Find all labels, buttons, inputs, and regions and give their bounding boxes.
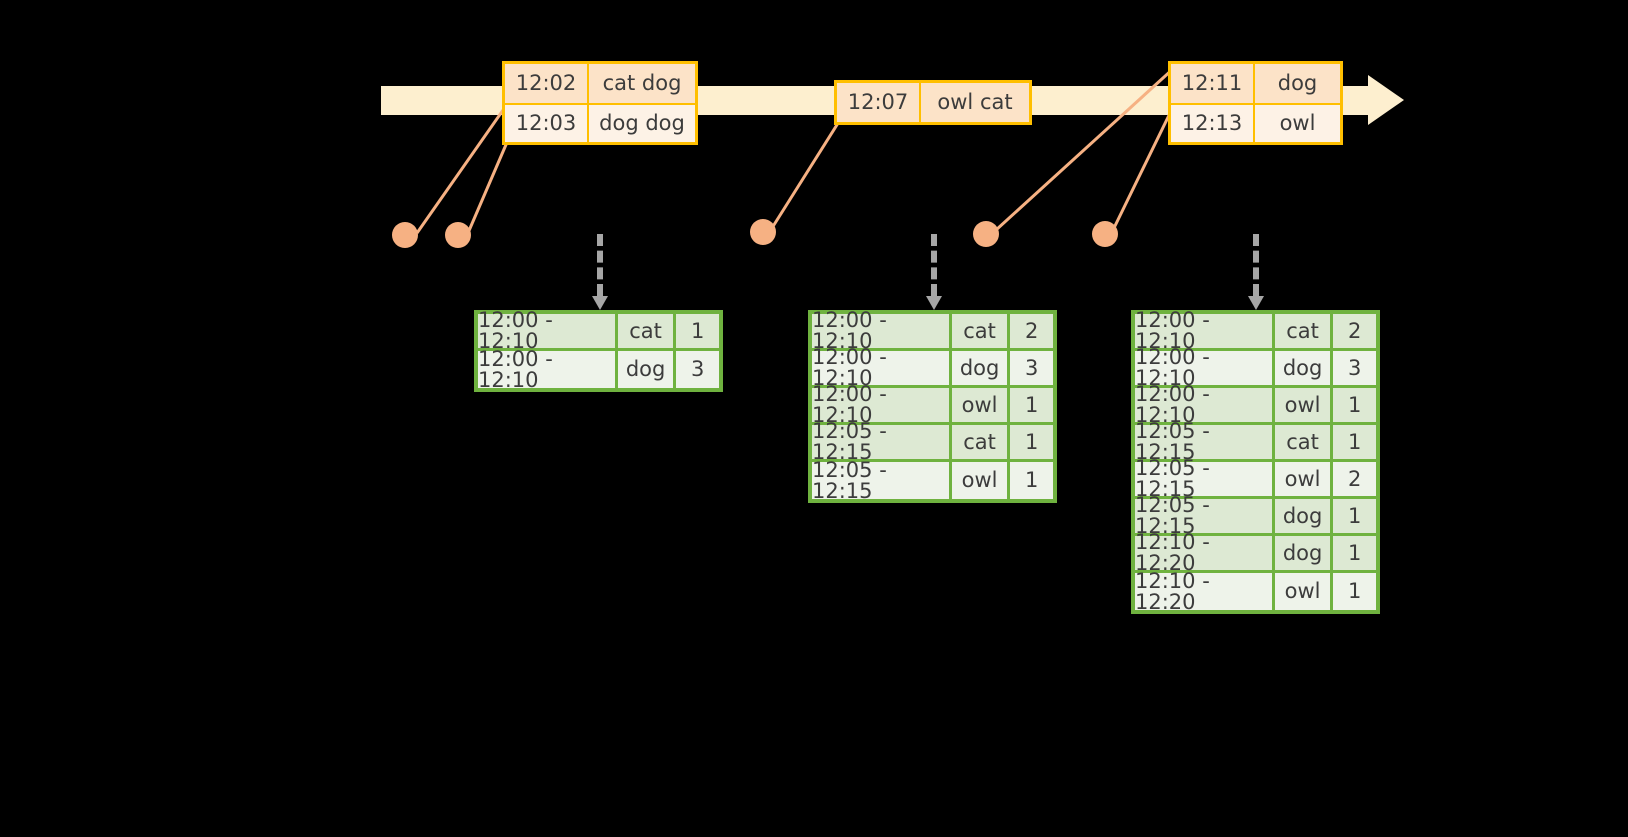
arrow-head-icon xyxy=(926,296,942,310)
cell-count: 1 xyxy=(676,314,719,351)
cell-window: 12:10 - 12:20 xyxy=(1135,532,1275,574)
arrow-head-icon xyxy=(1248,296,1264,310)
cell-word: cat xyxy=(1274,425,1334,462)
cell-count: 2 xyxy=(1333,314,1376,351)
cell-window: 12:05 - 12:15 xyxy=(812,459,952,501)
cell-word: owl xyxy=(1274,573,1334,610)
event-words: dog dog xyxy=(589,105,695,142)
cell-count: 3 xyxy=(1010,351,1053,388)
event-dot-1203 xyxy=(445,222,471,248)
cell-count: 1 xyxy=(1333,536,1376,573)
cell-word: dog xyxy=(951,351,1011,388)
cell-count: 1 xyxy=(1010,425,1053,462)
cell-window: 12:00 - 12:10 xyxy=(1135,384,1275,426)
event-dot-1207 xyxy=(750,219,776,245)
cell-count: 2 xyxy=(1333,462,1376,499)
cell-word: cat xyxy=(617,314,677,351)
cell-window: 12:00 - 12:10 xyxy=(1135,347,1275,389)
arrow-head-icon xyxy=(592,296,608,310)
cell-window: 12:00 - 12:10 xyxy=(478,310,618,352)
event-time: 12:03 xyxy=(505,105,589,142)
timeline-event-box-2: 12:07 owl cat xyxy=(834,80,1032,125)
cell-count: 2 xyxy=(1010,314,1053,351)
dashed-arrow-to-table-3 xyxy=(1248,234,1264,310)
cell-word: dog xyxy=(617,351,677,388)
timeline-event-row: 12:07 owl cat xyxy=(837,83,1029,122)
cell-count: 3 xyxy=(1333,351,1376,388)
event-time: 12:11 xyxy=(1171,64,1255,103)
event-time: 12:07 xyxy=(837,83,921,122)
cell-word: owl xyxy=(1274,388,1334,425)
cell-word: owl xyxy=(951,462,1011,499)
event-words: dog xyxy=(1255,64,1340,103)
cell-window: 12:00 - 12:10 xyxy=(812,347,952,389)
cell-word: dog xyxy=(1274,499,1334,536)
event-words: owl cat xyxy=(921,83,1029,122)
timeline-event-row: 12:13 owl xyxy=(1171,103,1340,142)
cell-word: dog xyxy=(1274,536,1334,573)
cell-count: 1 xyxy=(1333,499,1376,536)
cell-count: 1 xyxy=(1333,425,1376,462)
timeline-event-row: 12:03 dog dog xyxy=(505,103,695,142)
cell-window: 12:00 - 12:10 xyxy=(478,348,618,390)
cell-window: 12:00 - 12:10 xyxy=(812,384,952,426)
cell-window: 12:05 - 12:15 xyxy=(1135,458,1275,500)
cell-window: 12:10 - 12:20 xyxy=(1135,570,1275,612)
timeline-event-box-3: 12:11 dog 12:13 owl xyxy=(1168,61,1343,145)
event-dot-1202 xyxy=(392,222,418,248)
arrow-shaft xyxy=(931,234,937,296)
cell-word: cat xyxy=(951,425,1011,462)
cell-count: 1 xyxy=(1010,388,1053,425)
cell-word: cat xyxy=(1274,314,1334,351)
cell-word: owl xyxy=(1274,462,1334,499)
event-words: cat dog xyxy=(589,64,695,103)
timeline-event-row: 12:11 dog xyxy=(1171,64,1340,103)
cell-window: 12:05 - 12:15 xyxy=(1135,495,1275,537)
cell-window: 12:05 - 12:15 xyxy=(1135,421,1275,463)
cell-count: 1 xyxy=(1333,388,1376,425)
event-time: 12:02 xyxy=(505,64,589,103)
event-dot-1211 xyxy=(973,221,999,247)
cell-word: owl xyxy=(951,388,1011,425)
cell-count: 1 xyxy=(1333,573,1376,610)
cell-count: 3 xyxy=(676,351,719,388)
timeline-arrowhead-icon xyxy=(1368,75,1404,125)
cell-window: 12:05 - 12:15 xyxy=(812,421,952,463)
dashed-arrow-to-table-2 xyxy=(926,234,942,310)
cell-window: 12:00 - 12:10 xyxy=(812,310,952,352)
event-time: 12:13 xyxy=(1171,105,1255,142)
cell-word: cat xyxy=(951,314,1011,351)
event-dot-1213 xyxy=(1092,221,1118,247)
event-words: owl xyxy=(1255,105,1340,142)
cell-window: 12:00 - 12:10 xyxy=(1135,310,1275,352)
dashed-arrow-to-table-1 xyxy=(592,234,608,310)
timeline-event-row: 12:02 cat dog xyxy=(505,64,695,103)
arrow-shaft xyxy=(1253,234,1259,296)
timeline-event-box-1: 12:02 cat dog 12:03 dog dog xyxy=(502,61,698,145)
arrow-shaft xyxy=(597,234,603,296)
cell-word: dog xyxy=(1274,351,1334,388)
cell-count: 1 xyxy=(1010,462,1053,499)
